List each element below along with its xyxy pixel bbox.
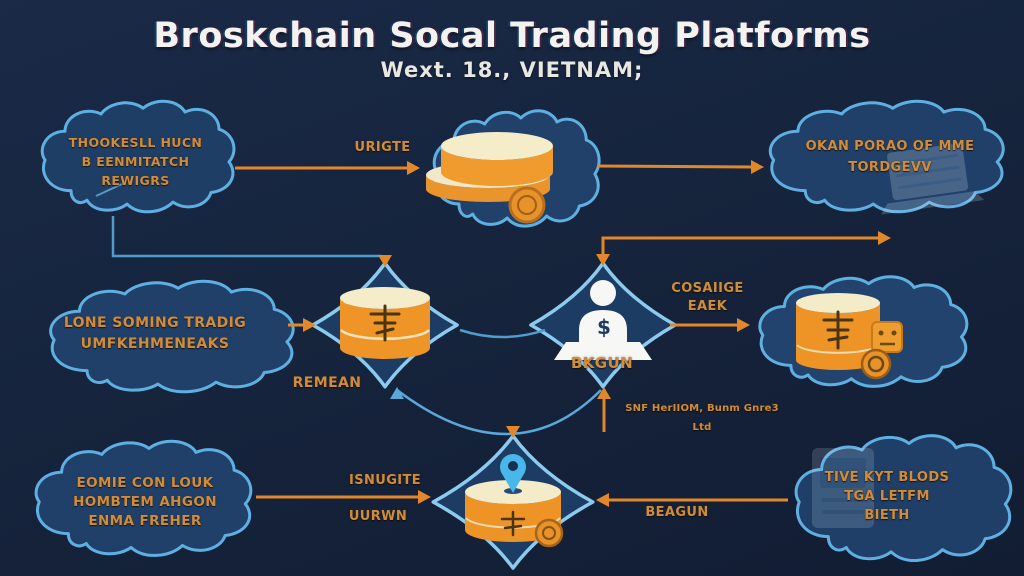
label-line: COSAIIGE xyxy=(671,281,744,296)
label-line: EOMIE CON LOUK xyxy=(76,475,214,491)
arrow-bottomright-to-location xyxy=(596,493,788,507)
edge-label-origin: URIGTE xyxy=(354,140,411,155)
computer-ghost-icon xyxy=(812,448,874,528)
dollar-symbol: $ xyxy=(597,315,611,339)
trader-diamond-label: BKGUN xyxy=(570,354,634,372)
arrow-topleft-to-topcenter xyxy=(235,161,420,175)
cloud-top-left xyxy=(40,99,236,214)
page-title: Broskchain Socal Trading Platforms xyxy=(153,16,871,56)
label-line: REWIGRS xyxy=(101,173,170,188)
arrow-topcenter-to-topright xyxy=(597,160,764,174)
arrow-bottomleft-to-location xyxy=(256,490,431,504)
label-line: ENMA FREHER xyxy=(88,513,202,529)
elbow-topleft-to-database xyxy=(111,216,392,267)
bottom-note-label: SNF HerIIOM, Bunm Gnre3 Ltd xyxy=(625,403,779,433)
label-line: OKAN PORAO OF MME xyxy=(805,139,975,154)
arrow-midleft-to-database xyxy=(288,318,316,332)
mid-right-note-label: COSAIIGE EAEK xyxy=(650,280,765,316)
mid-left-cloud-label: LONE SOMING TRADIG UMFKEHMENEAKS xyxy=(55,313,255,355)
top-right-cloud-label: OKAN PORAO OF MME TORDGEVV xyxy=(792,136,988,178)
bottom-right-cloud-label: TIVE KYT BLODS TGA LETFM BIETH xyxy=(812,468,962,525)
location-pin-cylinder-icon xyxy=(465,454,564,548)
trader-desk-icon xyxy=(554,280,652,360)
elbow-trader-to-topright xyxy=(596,231,891,266)
top-left-cloud-label: THOOKESLL HUCN B EENMITATCH REWIGRS xyxy=(58,133,213,190)
arc-database-location-trader xyxy=(390,387,602,438)
label-line: TORDGEVV xyxy=(848,160,932,175)
page-subtitle: Wext. 18., VIETNAM; xyxy=(380,58,644,82)
bottom-left-cloud-label: EOMIE CON LOUK HOMBTEM AHGON ENMA FREHER xyxy=(50,474,240,531)
label-line: UMFKEHMENEAKS xyxy=(80,336,230,352)
coin-stack-icon xyxy=(426,132,553,224)
edge-label-insight: ISNUGITE xyxy=(348,473,422,488)
database-cylinder-icon xyxy=(340,287,430,359)
database-diamond-label: REMEAN xyxy=(292,375,362,391)
label-line: BIETH xyxy=(864,508,910,523)
label-line: LONE SOMING TRADIG xyxy=(63,315,247,331)
label-line: TIVE KYT BLODS xyxy=(824,470,950,485)
vault-coin-icon xyxy=(796,293,903,380)
label-line: TGA LETFM xyxy=(844,489,930,504)
edge-label-begin: BEAGUN xyxy=(645,505,709,520)
label-line: EAEK xyxy=(687,299,728,314)
arrow-note-to-trader xyxy=(597,387,611,432)
label-line: B EENMITATCH xyxy=(81,154,190,169)
arrow-trader-to-midright xyxy=(670,318,750,332)
link-database-to-trader xyxy=(459,328,546,339)
label-line: HOMBTEM AHGON xyxy=(73,494,217,510)
laptop-ghost-icon xyxy=(881,143,985,215)
edge-label-down: UURWN xyxy=(348,509,408,524)
label-line: THOOKESLL HUCN xyxy=(68,135,203,150)
